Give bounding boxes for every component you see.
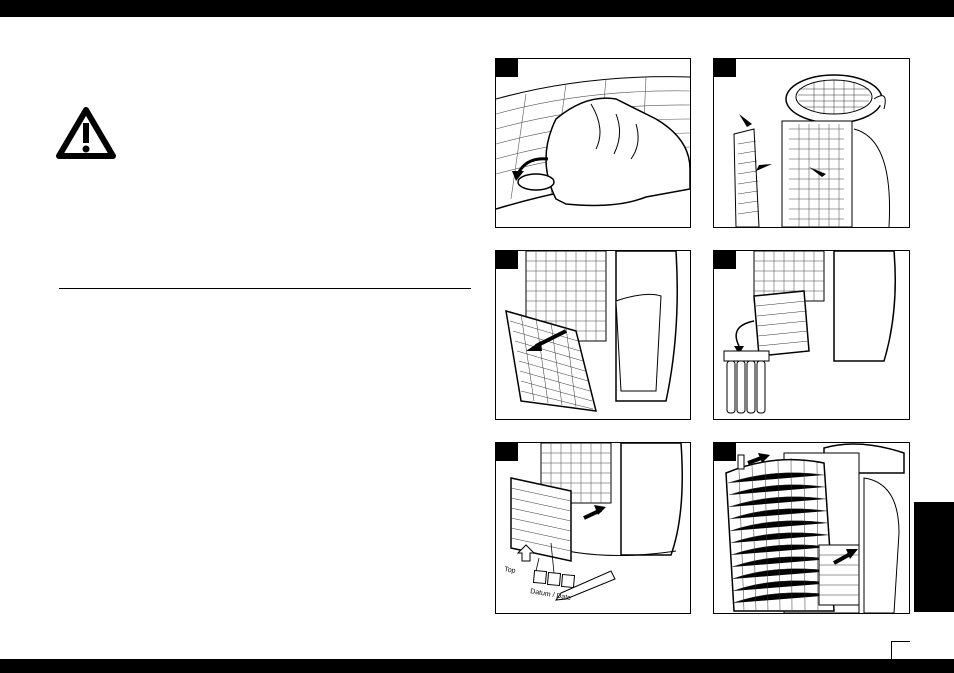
figure-number [496,443,518,461]
figure-6-illustration [714,443,909,613]
figure-3-panel [495,250,691,420]
figure-number [496,251,518,269]
figure-1-panel [495,58,691,228]
figure-6-panel [713,442,910,614]
warning-triangle-icon [56,107,116,159]
date-label: Datum / Date [530,588,572,602]
figure-2-panel [713,58,910,228]
figure-5-panel: Top Datum / Date [495,442,691,614]
figure-2-illustration [714,59,909,227]
section-tab [914,502,954,612]
page-number [891,641,910,660]
figure-number [714,443,736,461]
figure-number [714,251,736,269]
bottom-bar [0,659,954,673]
figure-1-illustration [496,59,690,227]
top-bar [0,0,954,17]
section-divider [59,288,471,289]
figure-4-panel [713,250,910,420]
figure-3-illustration [496,251,690,419]
figure-5-illustration: Top Datum / Date [496,443,690,613]
figure-number [496,59,518,77]
figure-number [714,59,736,77]
top-label: Top [504,566,516,575]
figure-4-illustration [714,251,909,419]
